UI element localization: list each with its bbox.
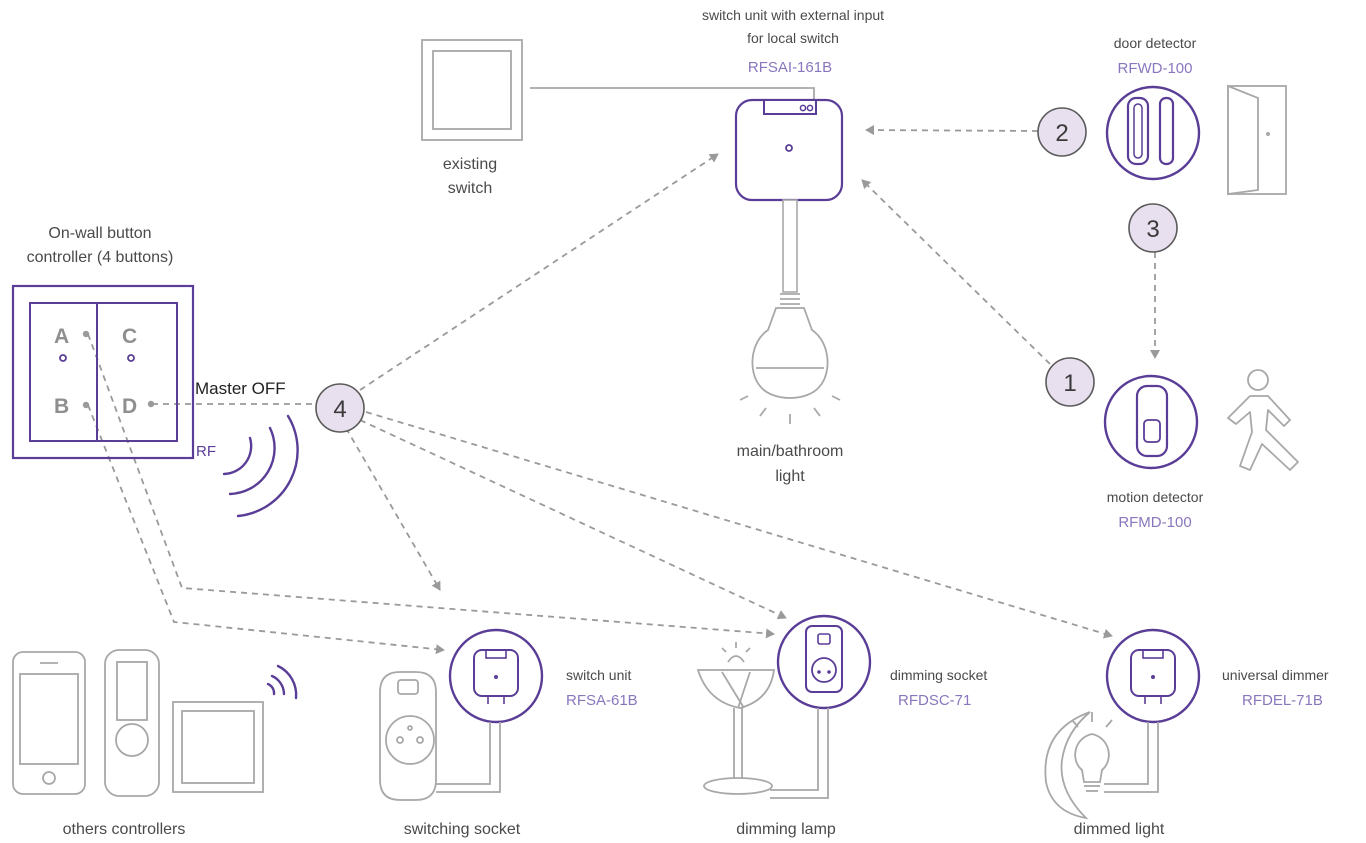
motion-detector-model: RFMD-100 — [1118, 514, 1191, 531]
main-unit-led — [785, 144, 793, 152]
button-c-label: C — [122, 325, 137, 348]
connection-arrows — [87, 125, 1160, 655]
door-detector-model: RFWD-100 — [1117, 60, 1192, 77]
universal-dimmer-device: universal dimmer RFDEL-71B — [1104, 628, 1329, 793]
existing-switch-line2: switch — [448, 180, 492, 197]
main-unit-line1: switch unit with external input — [702, 7, 884, 23]
others-controllers — [12, 649, 298, 797]
main-unit-model: RFSAI-161B — [748, 59, 832, 76]
table-lamp-icon — [696, 642, 776, 795]
master-off-label: Master OFF — [195, 379, 286, 398]
door-sensor-magnet — [1158, 96, 1175, 166]
controller-inner-frame — [29, 302, 178, 442]
motion-sensor-body — [1135, 384, 1169, 458]
door-detector-circle — [1105, 85, 1201, 181]
walking-person-icon — [1227, 369, 1299, 471]
dimming-socket-model: RFDSC-71 — [898, 692, 971, 709]
door-detector: door detector RFWD-100 — [1105, 35, 1287, 196]
button-b-dot — [82, 401, 90, 409]
main-unit-cable — [782, 199, 798, 293]
main-light: main/bathroom light — [737, 293, 844, 485]
door-detector-label: door detector — [1114, 35, 1197, 51]
rf-waves-icon — [222, 414, 299, 518]
controller-button-c[interactable]: C — [122, 325, 137, 362]
button-d-label: D — [122, 395, 137, 418]
wall-switch-icon-small — [172, 701, 264, 793]
wireless-signal-icon — [266, 664, 298, 700]
badge-2: 2 — [1037, 107, 1087, 157]
dimming-socket-device: dimming socket RFDSC-71 — [770, 614, 987, 799]
main-unit-line2: for local switch — [747, 30, 839, 46]
switch-unit-label: switch unit — [566, 667, 631, 683]
switch-wire — [530, 87, 815, 104]
arrow-master-to-universal-dimmer — [365, 411, 1113, 639]
universal-dimmer-model: RFDEL-71B — [1242, 692, 1323, 709]
badge-1-text: 1 — [1063, 370, 1076, 397]
badge-2-text: 2 — [1055, 120, 1068, 147]
switch-unit-model: RFSA-61B — [566, 692, 638, 709]
wall-switch-icon — [421, 39, 523, 141]
door-icon — [1227, 84, 1287, 196]
button-a-led — [59, 354, 67, 362]
main-light-line2: light — [775, 468, 805, 485]
button-b-label: B — [54, 395, 69, 418]
dimmed-light-label: dimmed light — [1074, 821, 1165, 838]
switching-socket-label: switching socket — [404, 821, 521, 838]
badge-4: 4 — [315, 383, 365, 433]
on-wall-controller: On-wall button controller (4 buttons) A … — [11, 225, 299, 518]
motion-detector-label: motion detector — [1107, 489, 1204, 505]
arrow-master-to-main-unit — [359, 153, 719, 391]
light-bulb-icon — [739, 293, 841, 424]
rf-label: RF — [196, 443, 216, 460]
dimmed-light-icon — [1044, 711, 1113, 820]
power-socket-icon — [379, 671, 437, 801]
arrow-a-to-dimming-socket — [87, 333, 775, 639]
arrow-master-to-switch-unit — [345, 427, 441, 591]
controller-button-d[interactable]: D — [122, 395, 155, 418]
controller-title-line2: controller (4 buttons) — [27, 249, 174, 266]
badge-3-text: 3 — [1146, 216, 1159, 243]
arrow-motion-to-main-unit — [861, 179, 1051, 365]
universal-dimmer-label: universal dimmer — [1222, 667, 1329, 683]
button-d-dot — [147, 400, 155, 408]
button-a-dot — [82, 330, 90, 338]
badge-1: 1 — [1045, 357, 1095, 407]
arrow-b-to-switch-unit — [87, 404, 445, 655]
badge-4-text: 4 — [333, 396, 346, 423]
arrow-master-to-dimming-socket — [359, 419, 787, 620]
others-controllers-label: others controllers — [63, 821, 186, 838]
arrow-door-to-main-unit — [865, 125, 1039, 136]
existing-switch-line1: existing — [443, 156, 497, 173]
controller-button-a[interactable]: A — [54, 325, 90, 362]
motion-detector: motion detector RFMD-100 — [1103, 369, 1299, 531]
motion-detector-circle — [1103, 374, 1199, 470]
controller-frame — [11, 284, 195, 460]
button-a-label: A — [54, 325, 69, 348]
controller-title-line1: On-wall button — [48, 225, 151, 242]
dimming-lamp-label: dimming lamp — [736, 821, 836, 838]
main-light-line1: main/bathroom — [737, 443, 844, 460]
controller-button-b[interactable]: B — [54, 395, 90, 418]
dimming-socket-circle — [776, 614, 872, 710]
badge-3: 3 — [1128, 203, 1178, 253]
smartphone-icon — [12, 651, 86, 795]
main-switch-unit: switch unit with external input for loca… — [702, 7, 884, 293]
existing-switch: existing switch — [421, 39, 815, 197]
switch-unit-device: switch unit RFSA-61B — [436, 628, 638, 793]
dimming-socket-label: dimming socket — [890, 667, 987, 683]
button-c-led — [127, 354, 135, 362]
door-sensor-body — [1126, 96, 1150, 166]
remote-keyfob-icon — [104, 649, 160, 797]
